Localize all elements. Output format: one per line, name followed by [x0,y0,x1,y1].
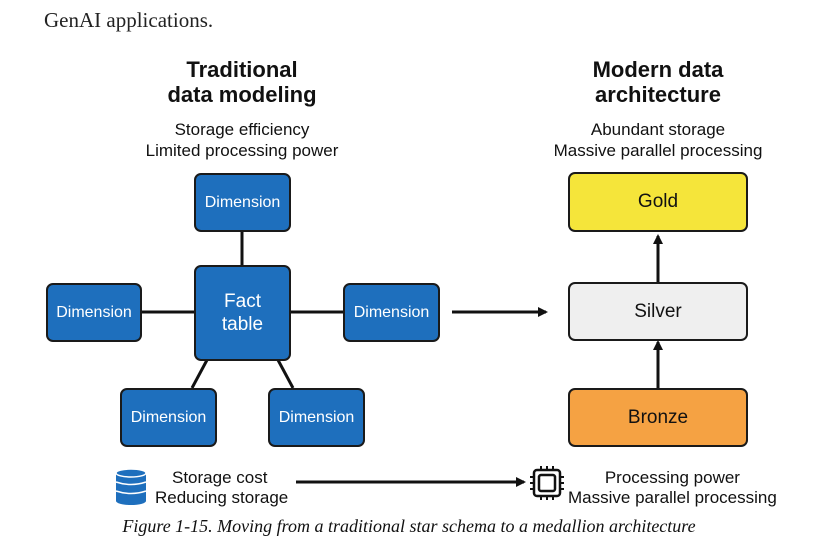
dimension-right: Dimension [343,283,440,342]
connector-bottom-right [276,359,295,389]
fact-table: Fact table [194,265,291,361]
dimension-top: Dimension [194,173,291,232]
silver-layer: Silver [568,282,748,341]
right-bottom-text: Processing power Massive parallel proces… [568,468,777,507]
dimension-left: Dimension [46,283,142,342]
left-bottom-text: Storage cost Reducing storage [155,468,289,507]
connector-bottom-left [190,359,209,389]
figure-caption: Figure 1-15. Moving from a traditional s… [122,516,696,536]
intro-text: GenAI applications. [44,8,214,32]
dimension-bottom-left: Dimension [120,388,217,447]
right-heading: Modern data architecture [592,57,724,107]
gold-layer: Gold [568,172,748,232]
bronze-layer: Bronze [568,388,748,447]
left-subheading: Storage efficiency Limited processing po… [145,120,339,160]
database-icon [115,468,147,505]
dimension-bottom-right: Dimension [268,388,365,447]
right-subheading: Abundant storage Massive parallel proces… [553,120,763,160]
left-heading: Traditional data modeling [167,57,317,107]
cpu-chip-icon [530,466,564,500]
